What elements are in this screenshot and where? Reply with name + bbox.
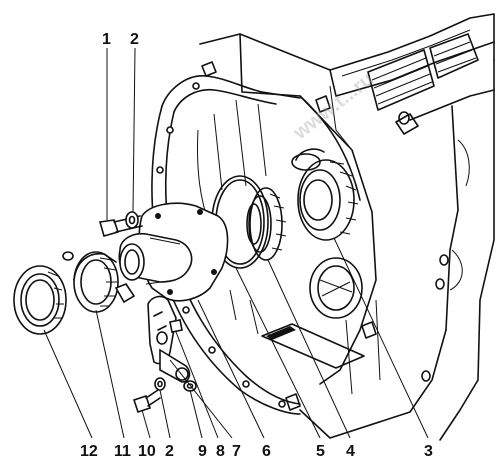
part-9-washer (183, 380, 197, 392)
callout-1: 1 (102, 31, 111, 48)
leader-lines (43, 47, 429, 439)
housing-bolts (201, 61, 377, 411)
callout-6: 6 (262, 443, 271, 460)
callout-11: 11 (114, 443, 131, 460)
callout-4: 4 (346, 443, 355, 460)
part-12-seal (13, 265, 67, 335)
part-8-pin (169, 319, 183, 333)
part-10-bolt (132, 389, 161, 414)
callout-9: 9 (198, 443, 207, 460)
part-2-washer-top (125, 211, 139, 229)
callout-7: 7 (232, 443, 241, 460)
callout-2-top: 2 (130, 31, 139, 48)
gearbox-housing (199, 13, 495, 441)
callout-numbers: 1 2 12 11 10 2 9 8 7 6 5 4 3 (80, 31, 433, 460)
callout-5: 5 (316, 443, 325, 460)
part-4-bearing-ring (246, 187, 287, 261)
part-3-bearing (291, 148, 359, 241)
part-7-release-fork (147, 295, 191, 383)
housing-grille (367, 33, 479, 111)
callout-8: 8 (216, 443, 225, 460)
callout-2-bottom: 2 (165, 443, 174, 460)
part-6-bearing-cap (118, 202, 229, 302)
callout-3: 3 (424, 443, 433, 460)
watermark: www.t...ru (289, 68, 378, 144)
callout-10: 10 (138, 443, 156, 460)
part-2-washer-bottom (154, 377, 166, 391)
callout-12: 12 (80, 443, 98, 460)
